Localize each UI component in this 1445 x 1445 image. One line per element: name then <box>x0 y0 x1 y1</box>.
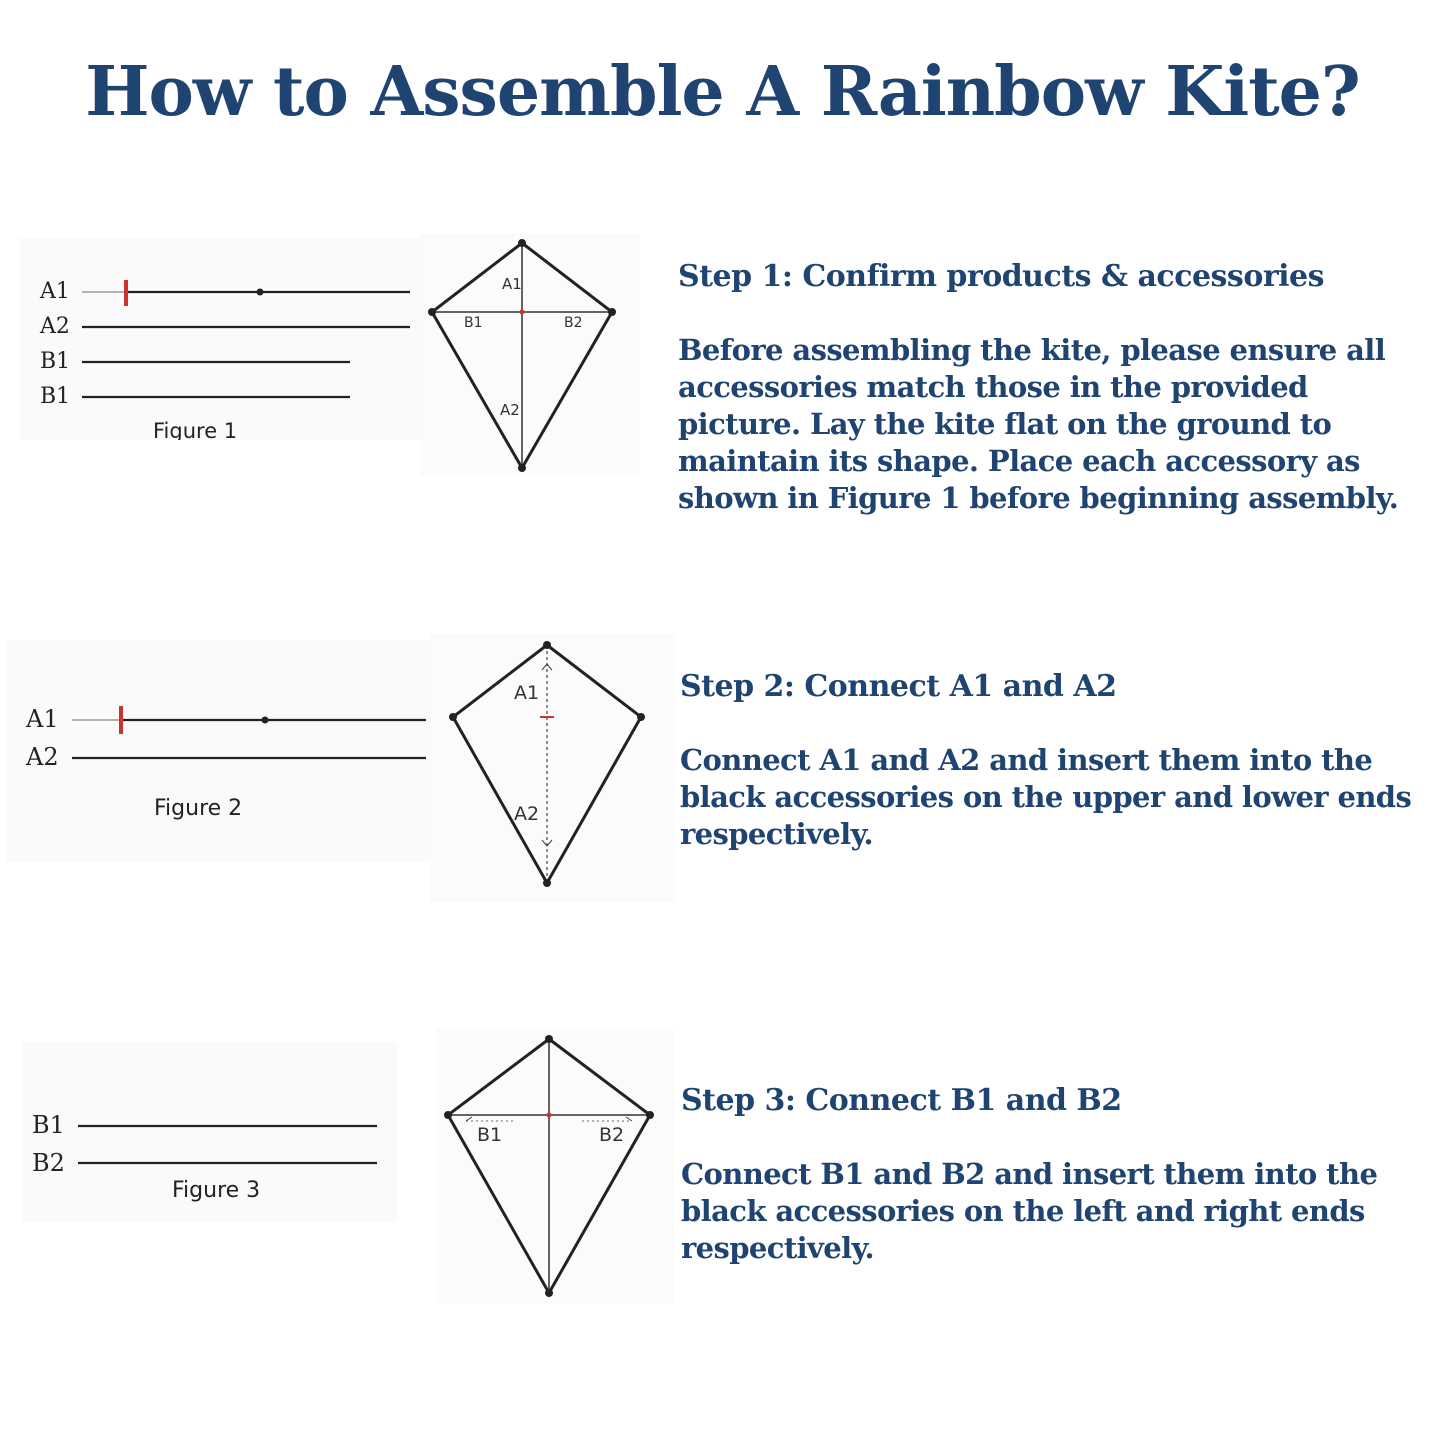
rod-label-a2: A2 <box>39 314 70 339</box>
kite-diagram-3: B1 B2 <box>444 1035 654 1297</box>
kite-diagram-1: A1 B1 B2 A2 <box>428 239 616 472</box>
step-3-body: Connect B1 and B2 and insert them into t… <box>681 1157 1378 1265</box>
step-3-text: Step 3: Connect B1 and B2 Connect B1 and… <box>681 1082 1441 1267</box>
figure-2-panel: A1 A2 Figure 2 <box>6 640 430 862</box>
step-1-heading: Step 1: Confirm products & accessories <box>678 259 1325 294</box>
figure-1-panel: A1 A2 B1 B1 Figure 1 <box>20 238 420 443</box>
rod-label-a1: A1 <box>25 705 59 733</box>
step-1-text: Step 1: Confirm products & accessories B… <box>678 258 1438 517</box>
rod-a1-joint <box>261 716 269 724</box>
step-2-text: Step 2: Connect A1 and A2 Connect A1 and… <box>680 668 1440 853</box>
kite-3-label-b1: B1 <box>477 1124 502 1146</box>
figure-2-caption: Figure 2 <box>154 796 242 821</box>
figure-1-caption: Figure 1 <box>153 419 237 440</box>
kite-diagram-1-panel: A1 B1 B2 A2 <box>420 234 640 476</box>
figure-2-rods: A1 A2 Figure 2 <box>25 705 426 821</box>
kite-diagram-3-panel: B1 B2 <box>436 1028 674 1304</box>
kite-1-label-b1: B1 <box>464 315 483 331</box>
figure-3-caption: Figure 3 <box>172 1178 260 1203</box>
step-2-heading: Step 2: Connect A1 and A2 <box>680 669 1117 704</box>
kite-3-label-b2: B2 <box>599 1124 624 1146</box>
kite-outline-2 <box>451 643 643 887</box>
kite-diagram-2-panel: A1 A2 <box>430 634 676 902</box>
figure-1-rods: A1 A2 B1 B1 Figure 1 <box>39 279 410 443</box>
kite-2-label-a1: A1 <box>514 682 539 704</box>
page-title: How to Assemble A Rainbow Kite? <box>85 52 1361 132</box>
rod-label-a1: A1 <box>39 279 70 304</box>
rod-a1-joint <box>256 288 264 296</box>
figure-3-rods: B1 B2 Figure 3 <box>32 1111 377 1203</box>
step-1-body: Before assembling the kite, please ensur… <box>678 333 1399 515</box>
kite-diagram-2: A1 A2 <box>449 641 645 887</box>
rod-label-b1: B1 <box>32 1111 65 1139</box>
rod-label-b2: B2 <box>32 1149 65 1177</box>
kite-2-label-a2: A2 <box>514 803 539 825</box>
kite-1-label-a2: A2 <box>500 401 520 419</box>
rod-label-b1-second: B1 <box>40 384 70 409</box>
figure-3-panel: B1 B2 Figure 3 <box>22 1042 397 1222</box>
step-3-heading: Step 3: Connect B1 and B2 <box>681 1083 1122 1118</box>
kite-1-label-a1: A1 <box>502 275 522 293</box>
rod-label-b1: B1 <box>40 349 70 374</box>
rod-label-a2: A2 <box>25 743 59 771</box>
kite-1-label-b2: B2 <box>564 315 583 331</box>
step-2-body: Connect A1 and A2 and insert them into t… <box>680 743 1412 851</box>
